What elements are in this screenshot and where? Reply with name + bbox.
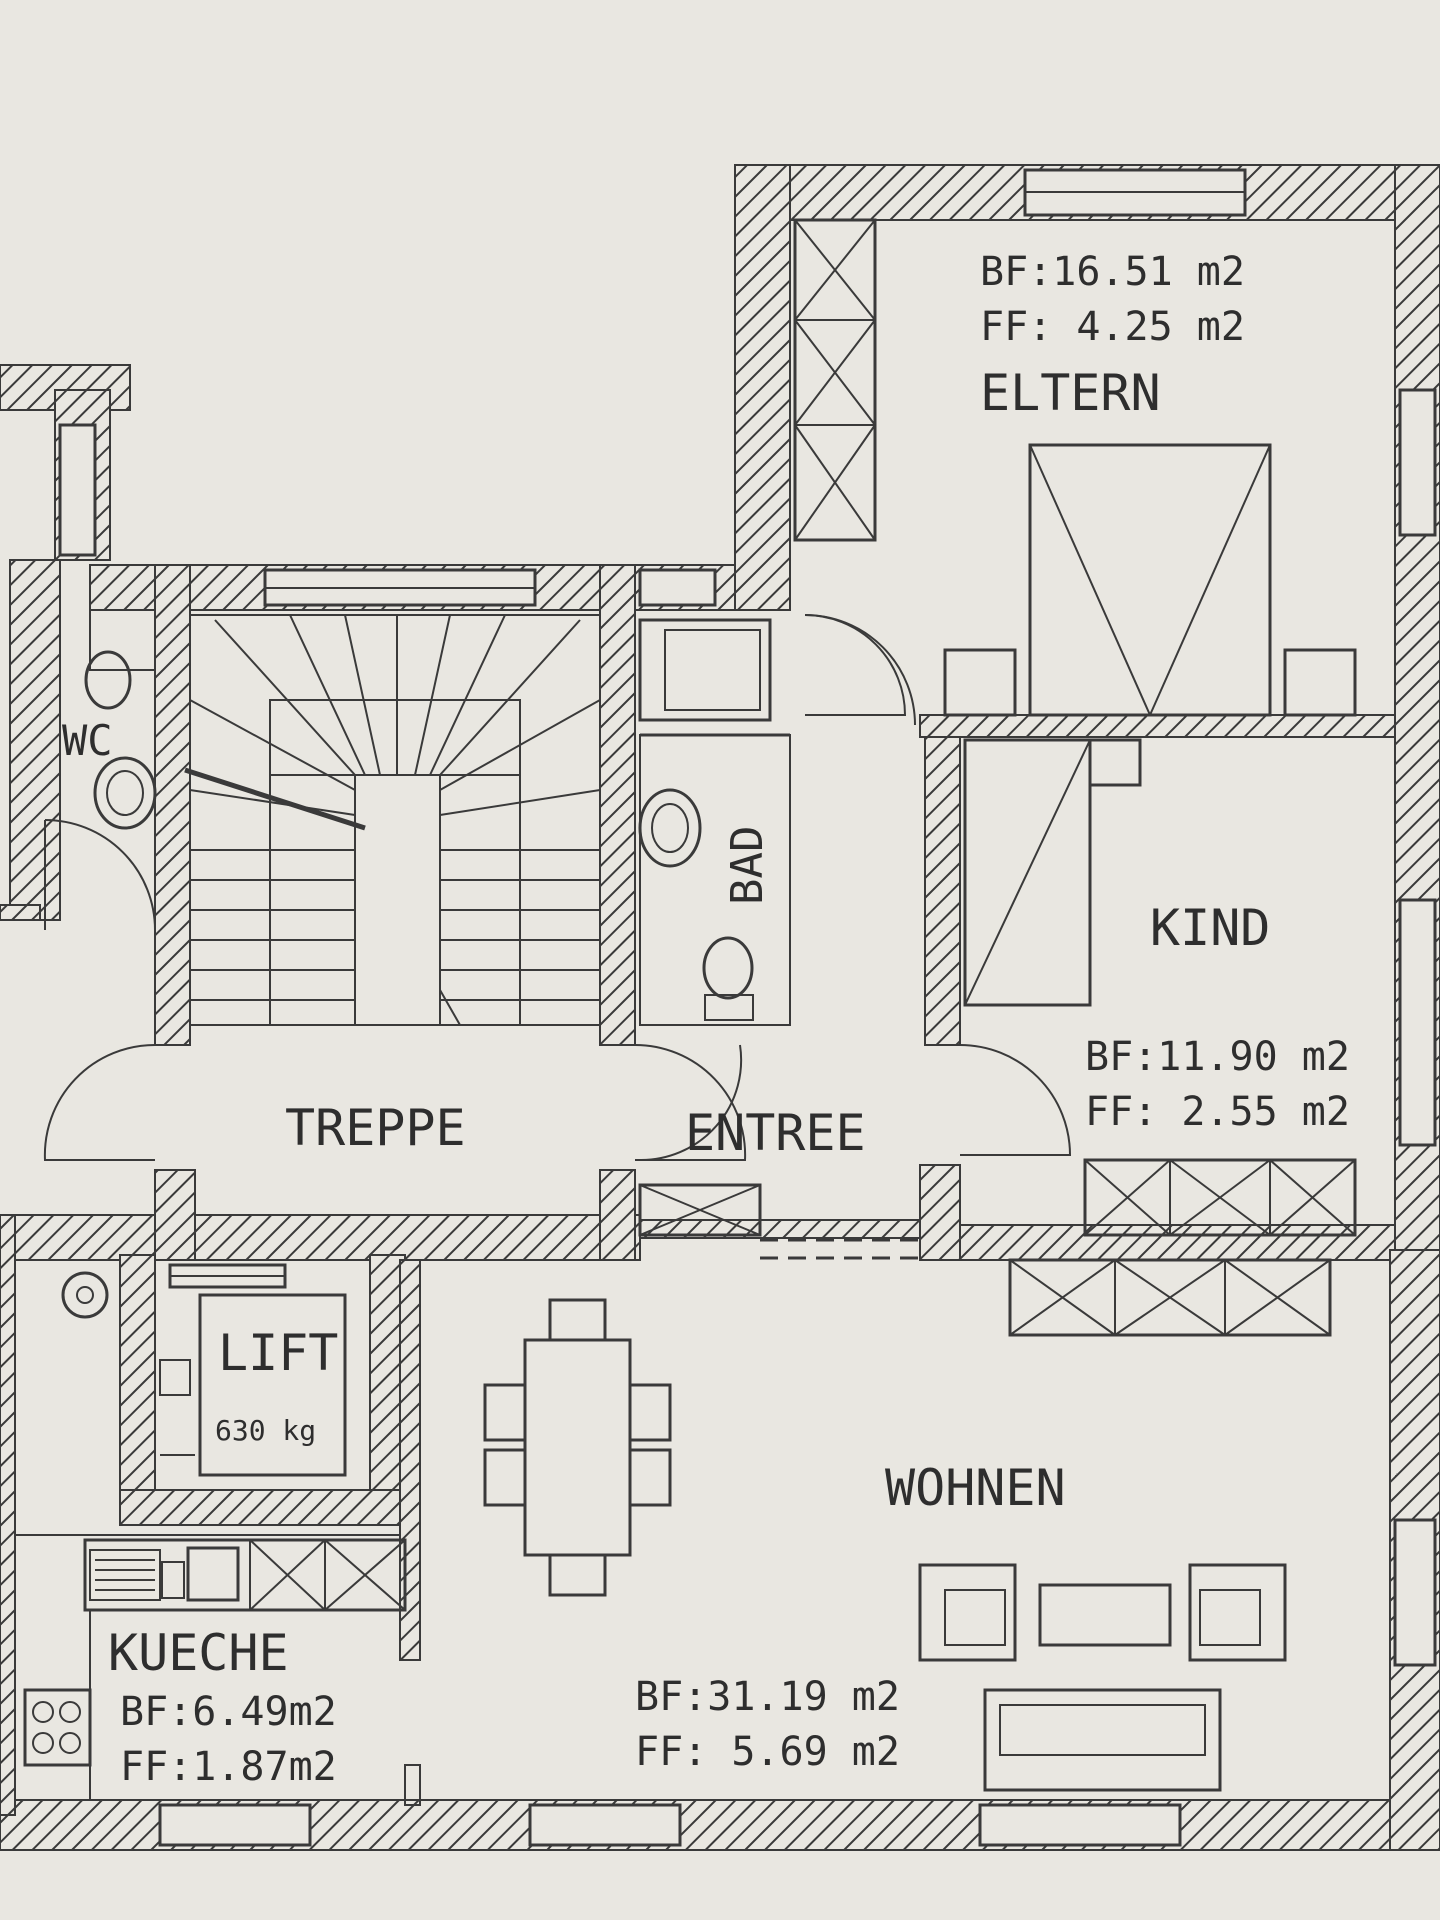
lift-car bbox=[154, 1259, 371, 1491]
wc-label: WC bbox=[62, 716, 113, 765]
entree-label: ENTREE bbox=[685, 1104, 866, 1162]
lift-label: LIFT bbox=[218, 1324, 338, 1382]
kind-ff: FF: 2.55 m2 bbox=[1085, 1089, 1350, 1135]
entree-cabinet bbox=[638, 1183, 762, 1237]
staircase bbox=[184, 614, 601, 1026]
eltern-bf: BF:16.51 m2 bbox=[980, 249, 1245, 295]
treppe-label: TREPPE bbox=[285, 1099, 466, 1157]
kueche-label: KUECHE bbox=[108, 1624, 289, 1682]
kueche-bf: BF:6.49m2 bbox=[120, 1689, 337, 1735]
eltern-label: ELTERN bbox=[980, 364, 1161, 422]
wohnen-ff: FF: 5.69 m2 bbox=[635, 1729, 900, 1775]
wohnen-label: WOHNEN bbox=[885, 1459, 1066, 1517]
treppe-door-left bbox=[43, 1043, 156, 1161]
bad-label: BAD bbox=[722, 826, 773, 905]
boiler-icon bbox=[61, 1271, 109, 1319]
walls bbox=[0, 164, 1440, 1851]
wohnen-cabinet bbox=[1008, 1258, 1332, 1337]
kind-bf: BF:11.90 m2 bbox=[1085, 1034, 1350, 1080]
eltern-wardrobe bbox=[793, 218, 877, 542]
eltern-ff: FF: 4.25 m2 bbox=[980, 304, 1245, 350]
treppe-door-right bbox=[634, 1043, 747, 1161]
kueche-door-frame bbox=[404, 1764, 421, 1806]
kueche-ff: FF:1.87m2 bbox=[120, 1744, 337, 1790]
eltern-bed bbox=[943, 443, 1357, 717]
wohnen-bf: BF:31.19 m2 bbox=[635, 1674, 900, 1720]
kind-door bbox=[959, 1044, 1072, 1156]
bad-fixtures bbox=[638, 618, 791, 1026]
windows bbox=[58, 168, 1437, 1847]
kind-label: KIND bbox=[1150, 899, 1270, 957]
entree-door-swing bbox=[639, 1044, 743, 1162]
kind-bed bbox=[963, 738, 1142, 1007]
kind-wardrobe bbox=[1083, 1158, 1357, 1237]
lift-capacity: 630 kg bbox=[215, 1414, 316, 1447]
stove-icon bbox=[23, 1688, 92, 1767]
wc-fixtures bbox=[84, 609, 157, 830]
sofa-group bbox=[918, 1563, 1287, 1792]
dining-table bbox=[483, 1298, 672, 1597]
bad-door bbox=[804, 614, 916, 726]
wc-door bbox=[44, 819, 156, 931]
